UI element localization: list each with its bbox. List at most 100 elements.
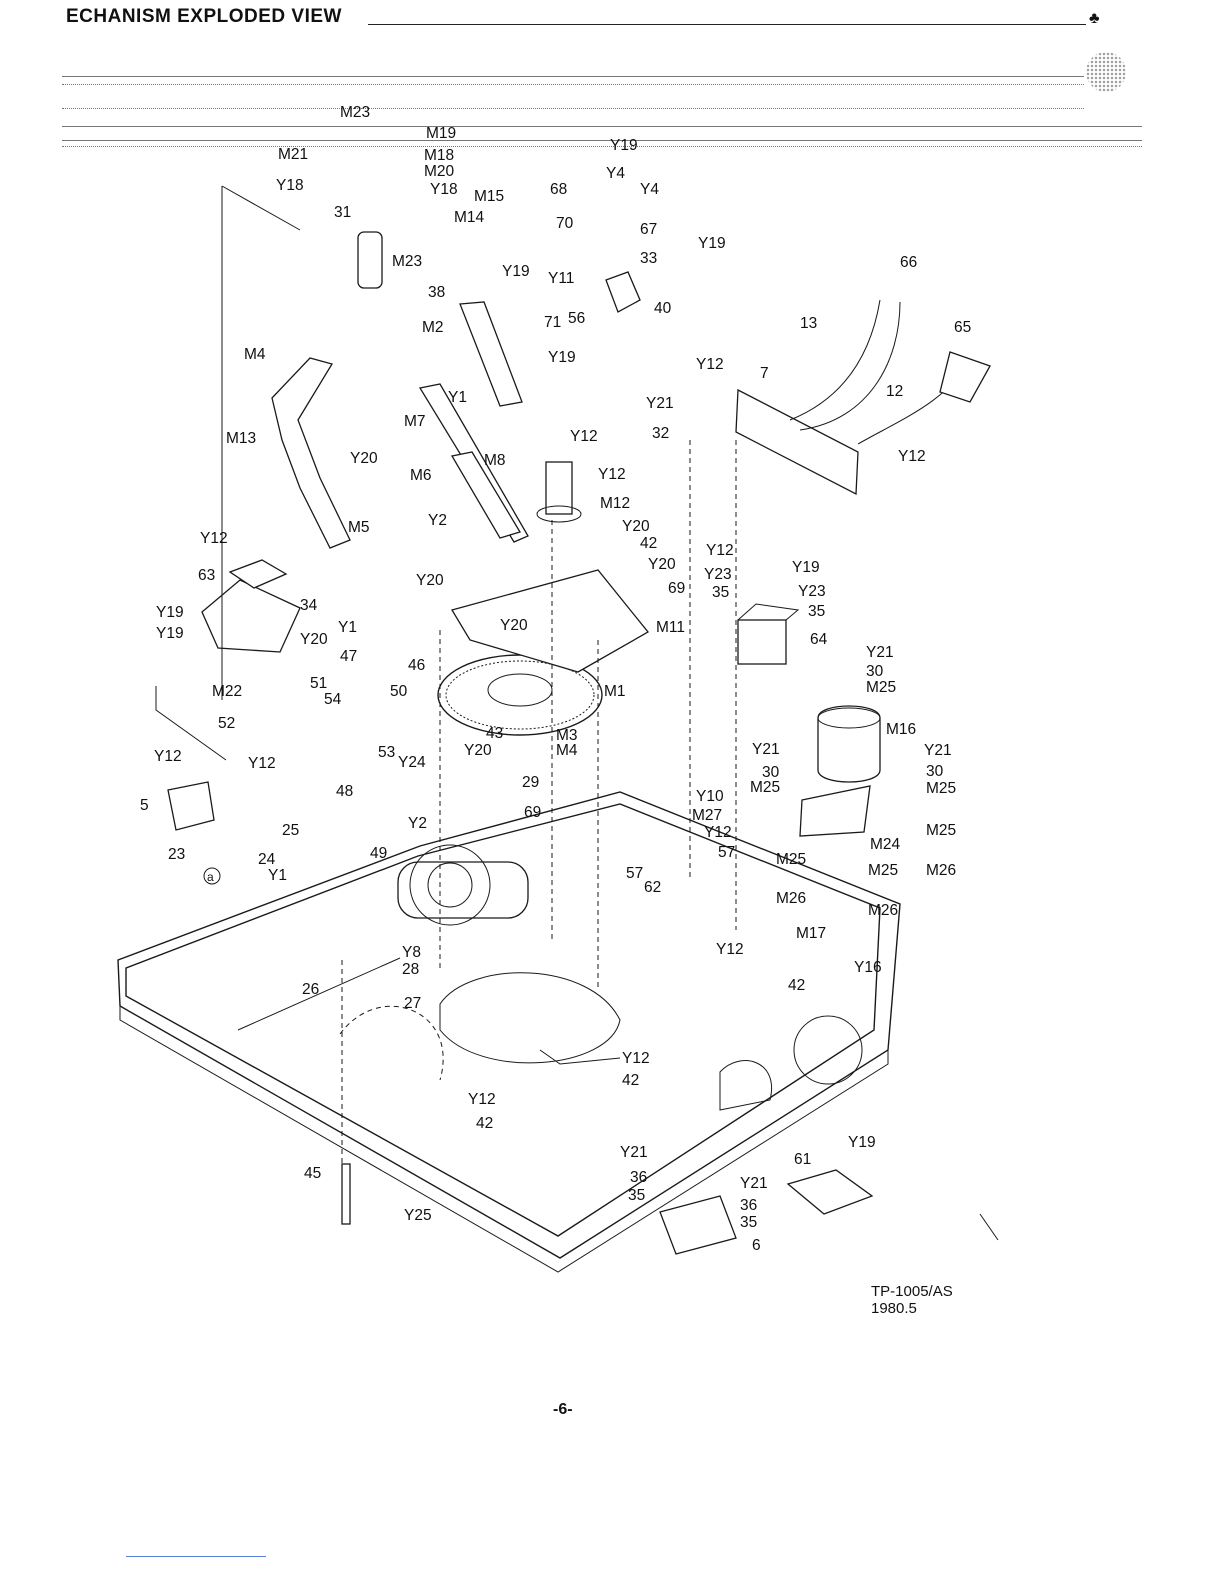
part-label: 38: [428, 284, 446, 301]
part-label: M25: [866, 679, 897, 696]
part-label: Y20: [464, 742, 492, 759]
part-label: 24: [258, 851, 276, 868]
part-label: Y2: [428, 512, 447, 529]
part-label: Y12: [154, 748, 182, 765]
part-label: 13: [800, 315, 818, 332]
part-label: Y20: [648, 556, 676, 573]
part-label: Y12: [468, 1091, 496, 1108]
part-label: Y8: [402, 944, 421, 961]
scan-rule: [62, 108, 1084, 109]
part-label: 34: [300, 597, 318, 614]
part-label: 27: [404, 995, 422, 1012]
title-underline: [368, 24, 1086, 25]
part-label: M1: [604, 683, 626, 700]
part-label: 50: [390, 683, 408, 700]
part-label: 40: [654, 300, 672, 317]
part-label: 47: [340, 648, 358, 665]
part-label: 23: [168, 846, 186, 863]
part-label: M25: [926, 780, 957, 797]
part-label: 65: [954, 319, 972, 336]
part-label: Y12: [248, 755, 276, 772]
part-label: M25: [750, 779, 781, 796]
corner-mark-icon: ♣: [1089, 10, 1100, 27]
part-label: 42: [476, 1115, 494, 1132]
part-label: Y1: [268, 867, 287, 884]
part-label: 30: [926, 763, 944, 780]
part-label: Y12: [898, 448, 926, 465]
part-label: M14: [454, 209, 485, 226]
part-label: Y23: [704, 566, 732, 583]
part-label: 69: [524, 804, 542, 821]
part-label: 45: [304, 1165, 322, 1182]
part-label: 42: [640, 535, 658, 552]
part-label: M4: [244, 346, 266, 363]
part-label: M25: [868, 862, 899, 879]
part-label: Y21: [740, 1175, 768, 1192]
part-label: Y12: [706, 542, 734, 559]
part-label: 70: [556, 215, 574, 232]
part-label: Y20: [500, 617, 528, 634]
chassis-base: [117, 791, 901, 1273]
part-label: 61: [794, 1151, 812, 1168]
part-label: 35: [740, 1214, 758, 1231]
part-label: 46: [408, 657, 426, 674]
part-label: Y20: [622, 518, 650, 535]
part-label: 35: [712, 584, 730, 601]
part-label: Y4: [606, 165, 625, 182]
part-label: 33: [640, 250, 658, 267]
part-label: M13: [226, 430, 257, 447]
part-label: 7: [760, 365, 769, 382]
part-label: Y12: [570, 428, 598, 445]
model-caption: TP-1005/AS 1980.5: [871, 1283, 953, 1317]
part-label: Y25: [404, 1207, 432, 1224]
part-label: Y20: [416, 572, 444, 589]
part-label: M6: [410, 467, 432, 484]
part-label: a: [207, 870, 214, 884]
part-label: 29: [522, 774, 540, 791]
part-label: Y21: [752, 741, 780, 758]
part-label: M26: [776, 890, 807, 907]
part-label: M23: [340, 104, 371, 121]
part-label: 28: [402, 961, 420, 978]
part-label: Y20: [300, 631, 328, 648]
part-label: 54: [324, 691, 342, 708]
part-label: Y19: [610, 137, 638, 154]
part-label: M25: [926, 822, 957, 839]
part-label: Y18: [276, 177, 304, 194]
part-label: M19: [426, 125, 457, 142]
part-label: 68: [550, 181, 568, 198]
part-label: M4: [556, 742, 578, 759]
part-label: M8: [484, 452, 506, 469]
part-label: M5: [348, 519, 370, 536]
part-label: M2: [422, 319, 444, 336]
part-label: Y19: [548, 349, 576, 366]
part-label: 5: [140, 797, 149, 814]
bracket-plate: [735, 388, 859, 496]
part-label: Y19: [698, 235, 726, 252]
part-label: Y16: [854, 959, 882, 976]
part-label: Y12: [598, 466, 626, 483]
part-label: Y2: [408, 815, 427, 832]
part-label: M18: [424, 147, 455, 164]
part-label: M21: [278, 146, 309, 163]
model-number: TP-1005/AS: [871, 1283, 953, 1300]
part-label: Y1: [338, 619, 357, 636]
page-number: -6-: [553, 1401, 573, 1418]
scan-rule: [62, 140, 1142, 141]
part-label: 30: [866, 663, 884, 680]
bracket-plate: [451, 569, 649, 673]
part-label: M11: [656, 619, 686, 636]
scan-rule: [62, 84, 1084, 85]
part-label: Y20: [350, 450, 378, 467]
part-label: 48: [336, 783, 354, 800]
part-label: M3: [556, 727, 578, 744]
part-label: 63: [198, 567, 216, 584]
part-label: 31: [334, 204, 352, 221]
part-label: M15: [474, 188, 505, 205]
part-label: 42: [788, 977, 806, 994]
model-date: 1980.5: [871, 1300, 917, 1317]
part-label: Y12: [622, 1050, 650, 1067]
part-label: M20: [424, 163, 455, 180]
